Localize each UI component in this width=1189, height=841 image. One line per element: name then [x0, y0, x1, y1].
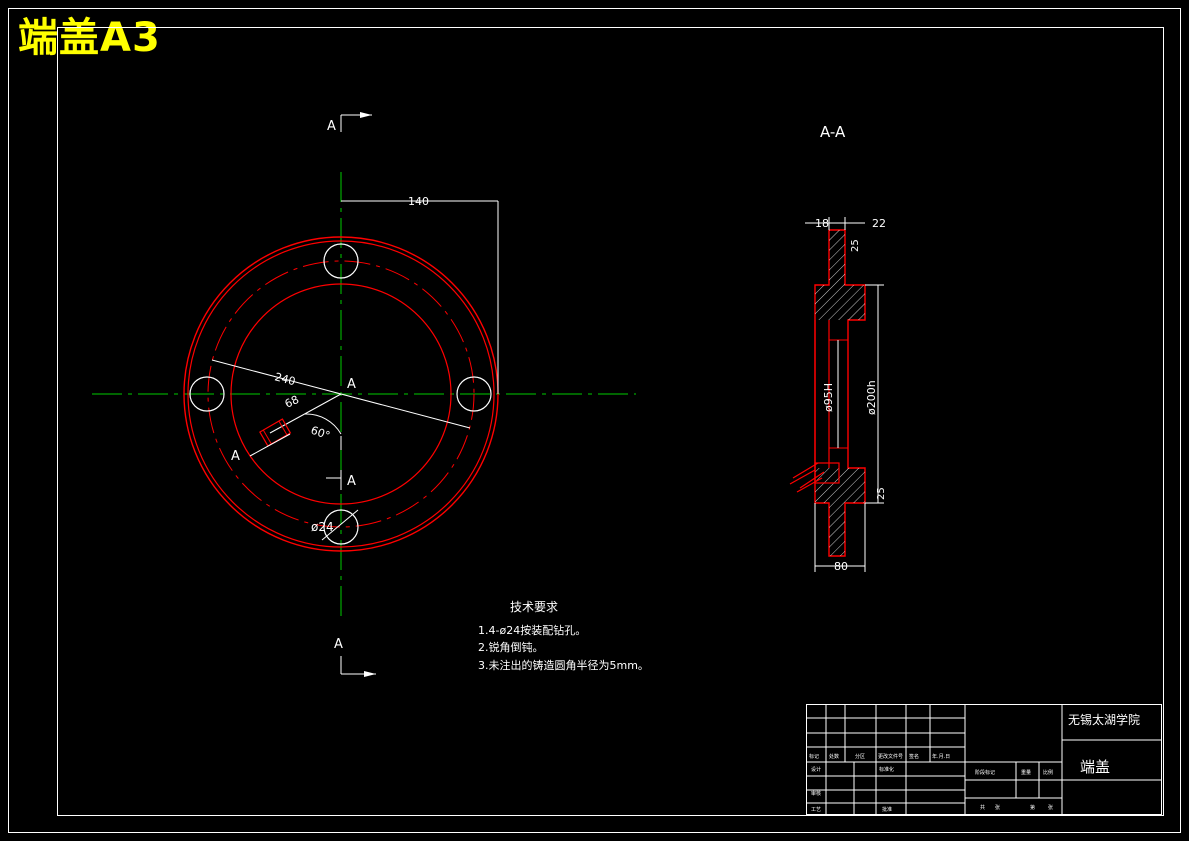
- bolt-hole-left: [189, 376, 225, 412]
- title-block: [806, 704, 1162, 815]
- tech-notes: 技术要求 1.4-ø24按装配钻孔。 2.锐角倒钝。 3.未注出的铸造圆角半径为…: [478, 600, 649, 672]
- sign-row-0: 标记: [809, 753, 819, 760]
- dim-angle: 60°: [309, 424, 332, 443]
- stage-header-0: 阶段标记: [975, 769, 995, 776]
- front-view: 140 240 68 60° ø24 A A A A A: [92, 112, 636, 677]
- section-marker-mid: A: [347, 474, 356, 489]
- outer-border: [8, 8, 1181, 833]
- inner-border: [57, 27, 1164, 816]
- center-label: A: [347, 377, 356, 392]
- sheet-label-0: 共: [980, 804, 985, 811]
- left-label-2: 工艺: [811, 807, 821, 813]
- sheet-label-3: 张: [1048, 804, 1053, 811]
- dim-d95: ø95H: [822, 383, 835, 412]
- dim-240: 240: [273, 370, 297, 388]
- tech-notes-title: 技术要求: [510, 600, 558, 614]
- bolt-hole-bottom: [323, 509, 359, 545]
- section-view: A-A 18 22 25 ø95H ø200h 25: [789, 123, 887, 573]
- tech-note-3: 3.未注出的铸造圆角半径为5mm。: [478, 658, 649, 672]
- part-name: 端盖: [1080, 758, 1110, 776]
- dim-hole: ø24: [311, 520, 334, 534]
- dim-80: 80: [834, 560, 848, 573]
- tech-note-1: 1.4-ø24按装配钻孔。: [478, 623, 586, 637]
- section-title: A-A: [820, 123, 846, 141]
- sheet-label-1: 张: [995, 804, 1000, 811]
- tech-note-2: 2.锐角倒钝。: [478, 640, 544, 654]
- inner-circle: [230, 283, 452, 505]
- drawing-title: 端盖A3: [18, 15, 161, 61]
- sign-row-1: 处数: [829, 753, 839, 760]
- sign-row-3: 更改文件号: [878, 753, 903, 760]
- left-label-1: 审核: [811, 790, 821, 797]
- bolt-circle: [207, 260, 475, 528]
- dim-18: 18: [815, 217, 829, 230]
- title-block-text: 无锡太湖学院 端盖 标记 处数 分区 更改文件号 签名 年.月.日 设计 审核 …: [809, 712, 1140, 813]
- school-name: 无锡太湖学院: [1068, 712, 1140, 727]
- stage-header-2: 比例: [1043, 769, 1053, 776]
- std-label: 标准化: [879, 766, 894, 773]
- sign-row-5: 年.月.日: [932, 753, 950, 760]
- sheet-label-2: 第: [1030, 804, 1035, 811]
- dim-25-top: 25: [850, 239, 861, 252]
- sign-row-2: 分区: [855, 753, 865, 760]
- section-marker-top: A: [327, 119, 336, 134]
- stage-header-1: 重量: [1021, 769, 1031, 776]
- left-label-0: 设计: [811, 766, 821, 773]
- dim-25-bottom: 25: [876, 487, 887, 500]
- dim-140: 140: [408, 195, 429, 208]
- section-marker-left: A: [231, 449, 240, 464]
- section-marker-bottom: A: [334, 637, 343, 652]
- bolt-hole-right: [456, 376, 492, 412]
- dim-d200: ø200h: [865, 380, 878, 415]
- dim-68: 68: [283, 393, 301, 411]
- sign-row-4: 签名: [909, 753, 919, 760]
- outer-circle-2: [187, 240, 495, 548]
- dim-22: 22: [872, 217, 886, 230]
- bolt-hole-top: [323, 243, 359, 279]
- approve-label: 批准: [882, 806, 892, 813]
